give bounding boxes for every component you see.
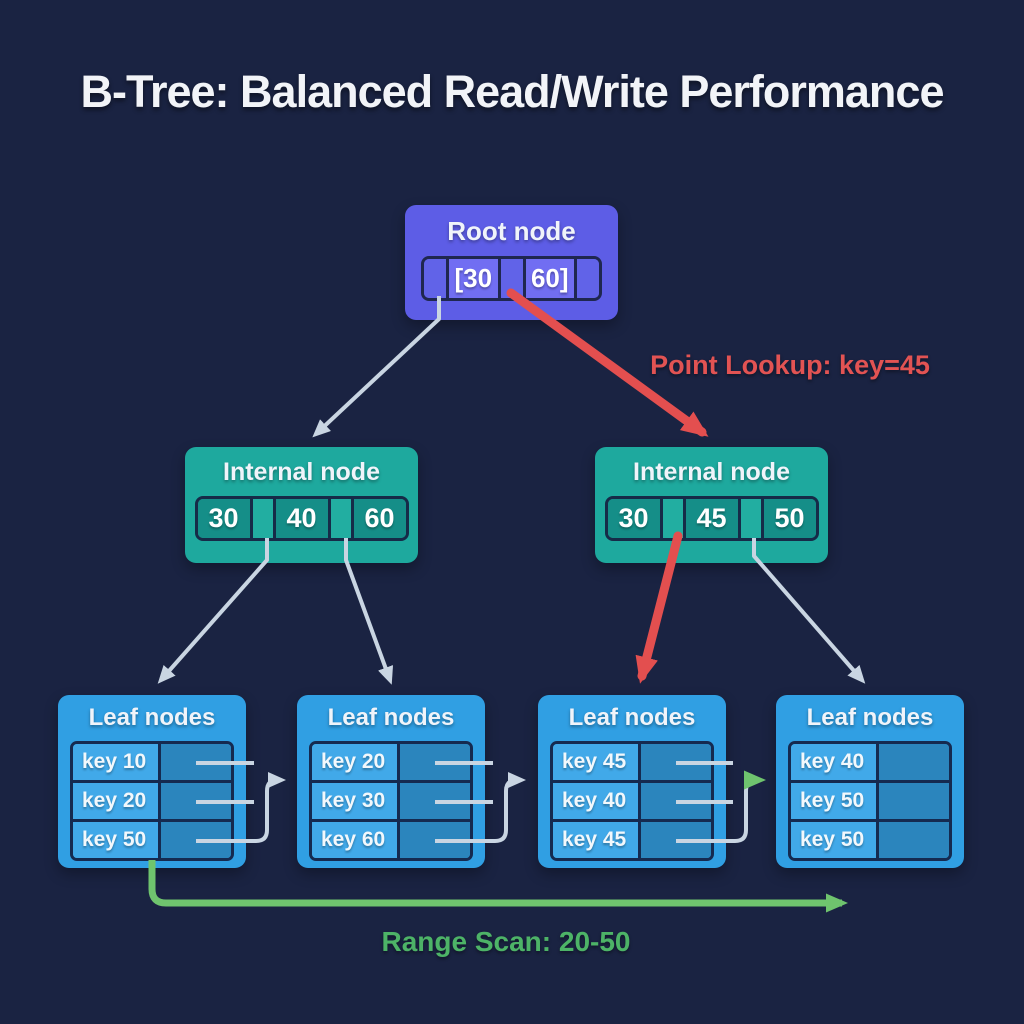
leaf-table: key 45 key 40 key 45 bbox=[550, 741, 714, 861]
leaf-node-4: Leaf nodes key 40 key 50 key 50 bbox=[776, 695, 964, 868]
leaf-key-cell: key 45 bbox=[553, 822, 642, 858]
diagram-title: B-Tree: Balanced Read/Write Performance bbox=[80, 66, 945, 117]
leaf-row: key 50 bbox=[73, 822, 231, 858]
leaf-row: key 60 bbox=[312, 822, 470, 858]
leaf-value-cell bbox=[641, 744, 711, 780]
range-scan-arrow bbox=[148, 860, 848, 913]
leaf-node-label: Leaf nodes bbox=[327, 704, 455, 731]
internal-key-cell: 30 bbox=[197, 499, 253, 538]
leaf-row: key 50 bbox=[791, 783, 949, 822]
leaf-value-cell bbox=[879, 822, 949, 858]
internal-node-left: Internal node 30 40 60 bbox=[185, 447, 418, 563]
internal-key-row: 30 45 50 bbox=[604, 496, 819, 541]
internal-key-row: 30 40 60 bbox=[194, 496, 409, 541]
leaf-table: key 20 key 30 key 60 bbox=[309, 741, 473, 861]
leaf-value-cell bbox=[641, 783, 711, 819]
root-pointer-cell bbox=[500, 259, 526, 298]
leaf-row: key 40 bbox=[553, 783, 711, 822]
leaf-node-3: Leaf nodes key 45 key 40 key 45 bbox=[538, 695, 726, 868]
internal-key-cell: 30 bbox=[607, 499, 663, 538]
leaf-value-cell bbox=[879, 783, 949, 819]
leaf-key-cell: key 30 bbox=[312, 783, 401, 819]
leaf-row: key 40 bbox=[791, 744, 949, 783]
leaf-row: key 10 bbox=[73, 744, 231, 783]
leaf-node-label: Leaf nodes bbox=[568, 704, 696, 731]
root-node: Root node [30 60] bbox=[405, 205, 618, 320]
leaf-value-cell bbox=[400, 744, 470, 780]
leaf-key-cell: key 50 bbox=[73, 822, 162, 858]
leaf-row: key 50 bbox=[791, 822, 949, 858]
leaf-table: key 10 key 20 key 50 bbox=[70, 741, 234, 861]
leaf-key-cell: key 60 bbox=[312, 822, 401, 858]
leaf-value-cell bbox=[400, 822, 470, 858]
internal-pointer-cell bbox=[330, 499, 354, 538]
internal-node-label: Internal node bbox=[633, 458, 790, 486]
root-node-label: Root node bbox=[447, 216, 576, 246]
leaf-key-cell: key 40 bbox=[791, 744, 880, 780]
range-scan-label: Range Scan: 20-50 bbox=[381, 926, 631, 957]
leaf-node-label: Leaf nodes bbox=[88, 704, 216, 731]
point-lookup-label: Point Lookup: key=45 bbox=[650, 350, 930, 380]
root-key-row: [30 60] bbox=[421, 256, 602, 301]
leaf-row: key 20 bbox=[73, 783, 231, 822]
internal-key-cell: 60 bbox=[353, 499, 406, 538]
leaf-value-cell bbox=[400, 783, 470, 819]
root-pointer-cell bbox=[424, 259, 449, 298]
leaf-key-cell: key 20 bbox=[73, 783, 162, 819]
internal-key-cell: 50 bbox=[763, 499, 816, 538]
internal-key-cell: 40 bbox=[275, 499, 331, 538]
leaf-row: key 45 bbox=[553, 822, 711, 858]
leaf-value-cell bbox=[161, 822, 231, 858]
internal-key-cell: 45 bbox=[685, 499, 741, 538]
leaf-key-cell: key 20 bbox=[312, 744, 401, 780]
leaf-key-cell: key 45 bbox=[553, 744, 642, 780]
leaf-value-cell bbox=[161, 783, 231, 819]
leaf-key-cell: key 10 bbox=[73, 744, 162, 780]
leaf-value-cell bbox=[879, 744, 949, 780]
leaf-row: key 20 bbox=[312, 744, 470, 783]
internal-node-right: Internal node 30 45 50 bbox=[595, 447, 828, 563]
leaf-value-cell bbox=[641, 822, 711, 858]
leaf-key-cell: key 40 bbox=[553, 783, 642, 819]
root-key-cell: [30 bbox=[449, 259, 501, 298]
internal-pointer-cell bbox=[662, 499, 686, 538]
leaf-node-1: Leaf nodes key 10 key 20 key 50 bbox=[58, 695, 246, 868]
internal-node-label: Internal node bbox=[223, 458, 380, 486]
leaf-row: key 45 bbox=[553, 744, 711, 783]
leaf-table: key 40 key 50 key 50 bbox=[788, 741, 952, 861]
internal-pointer-cell bbox=[740, 499, 764, 538]
leaf-node-label: Leaf nodes bbox=[806, 704, 934, 731]
leaf-row: key 30 bbox=[312, 783, 470, 822]
internal-pointer-cell bbox=[252, 499, 276, 538]
root-key-cell: 60] bbox=[525, 259, 577, 298]
root-pointer-cell bbox=[577, 259, 599, 298]
leaf-key-cell: key 50 bbox=[791, 783, 880, 819]
leaf-node-2: Leaf nodes key 20 key 30 key 60 bbox=[297, 695, 485, 868]
leaf-value-cell bbox=[161, 744, 231, 780]
leaf-key-cell: key 50 bbox=[791, 822, 880, 858]
